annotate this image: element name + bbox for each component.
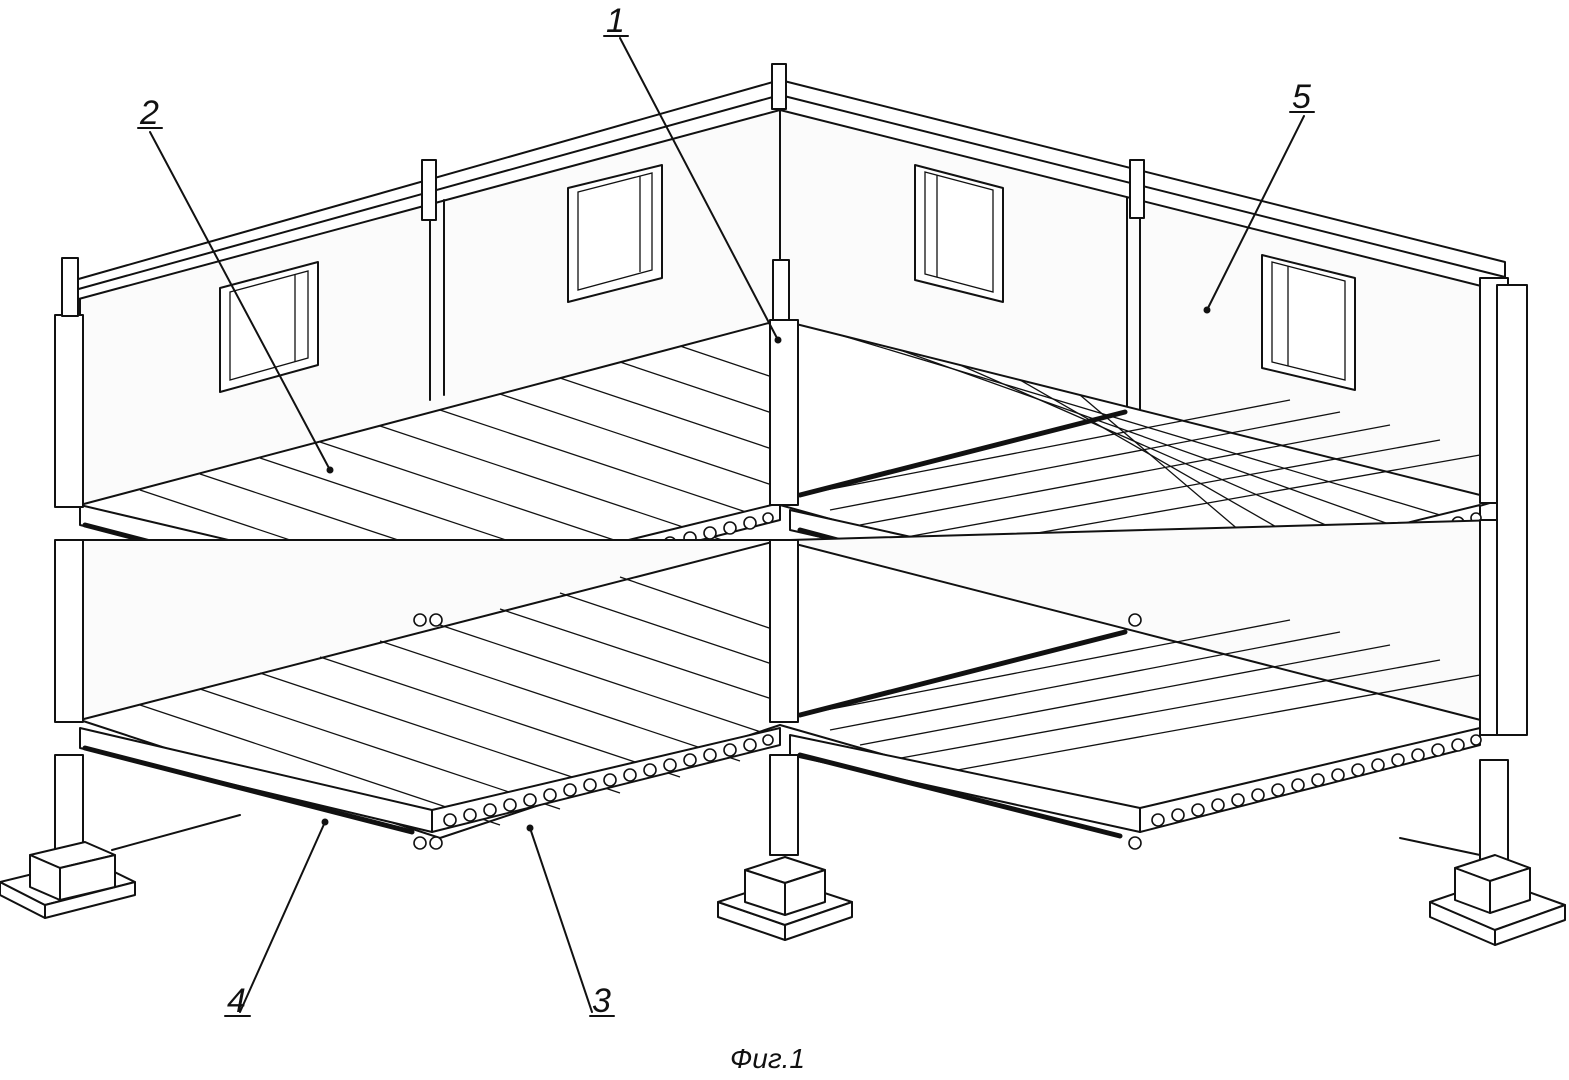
column-top-posts (421, 63, 1145, 221)
window (914, 164, 1004, 303)
column-center (769, 259, 799, 856)
windows (219, 164, 1356, 621)
window (567, 164, 663, 303)
callout-2: 2 (139, 94, 159, 132)
callout-labels: 1 2 3 4 5 (139, 2, 1311, 1020)
foundation-right (1429, 854, 1566, 946)
callout-3: 3 (592, 982, 611, 1020)
callout-1: 1 (606, 2, 625, 40)
figure-caption: Фиг.1 (730, 1043, 805, 1074)
foundation-center (717, 856, 853, 941)
callout-leaders (137, 35, 1315, 1017)
column-left (54, 257, 84, 856)
foundation-left (0, 841, 136, 919)
callout-4: 4 (227, 982, 246, 1020)
callout-5: 5 (1292, 78, 1311, 116)
columns (54, 63, 1528, 861)
window (219, 261, 319, 393)
hollow-cores-lower (413, 613, 1482, 850)
foundations (0, 814, 1566, 946)
window (1261, 254, 1356, 391)
column-right (1479, 277, 1528, 861)
